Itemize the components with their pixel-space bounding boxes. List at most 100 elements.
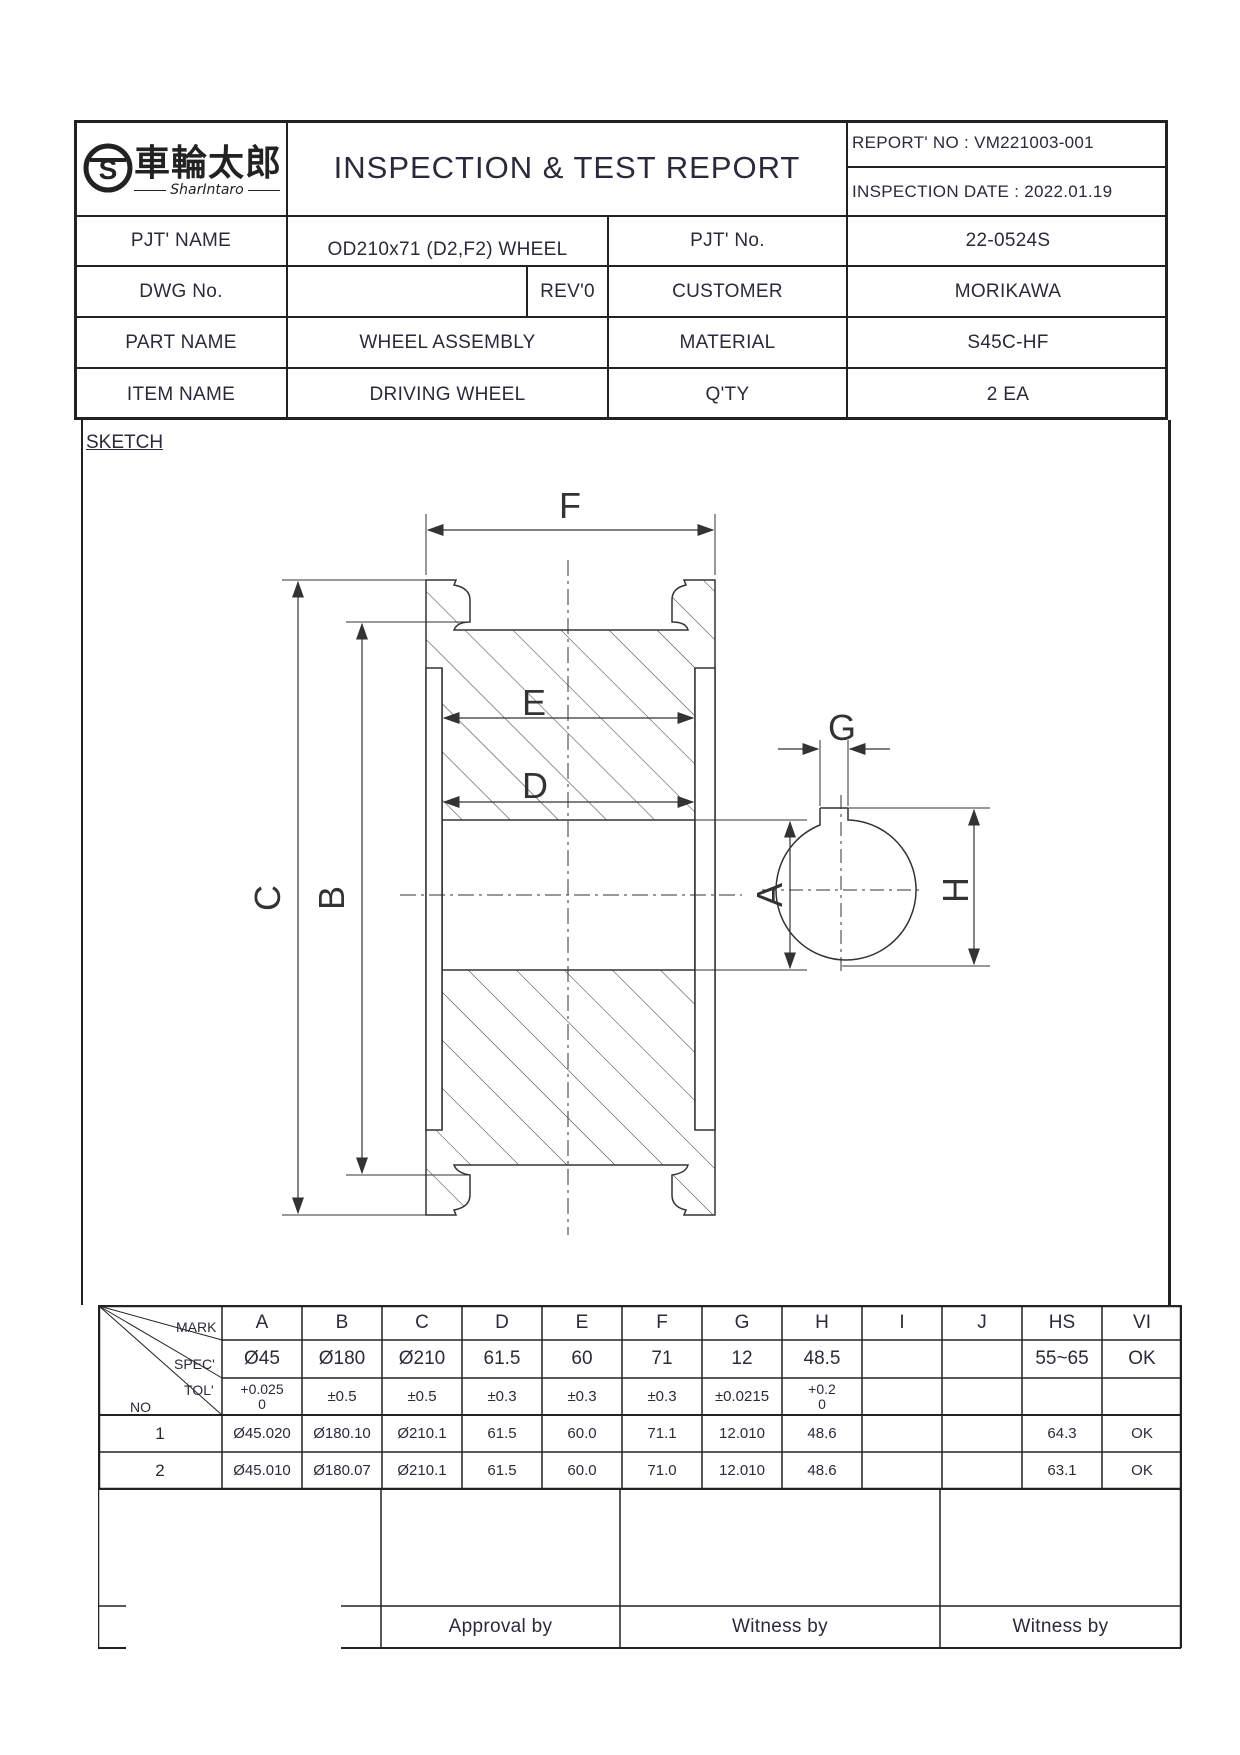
dim-b-label: B <box>311 886 352 910</box>
info-row-line-1 <box>74 265 1168 267</box>
flange-left <box>425 667 443 1131</box>
tol-cell: ±0.3 <box>567 1388 597 1405</box>
tol-upper: +0.025 <box>240 1380 284 1397</box>
tol-cell: ±0.3 <box>647 1388 677 1405</box>
row-value-cell: OK <box>1131 1462 1153 1479</box>
mark-cell: I <box>899 1312 905 1333</box>
witness-by-1: Witness by <box>732 1616 828 1637</box>
spec-cell: 61.5 <box>483 1348 521 1369</box>
sketch-label: SKETCH <box>86 432 164 453</box>
material-value: S45C-HF <box>967 331 1049 353</box>
logo-divider <box>286 120 288 215</box>
part-name-value: WHEEL ASSEMBLY <box>359 331 536 353</box>
spec-cell: 48.5 <box>803 1348 841 1369</box>
report-title: INSPECTION & TEST REPORT <box>333 149 801 185</box>
dim-d-label: D <box>522 765 548 806</box>
info-col-line-2 <box>607 215 609 420</box>
item-name-label: ITEM NAME <box>126 383 236 405</box>
witness-by-2: Witness by <box>1012 1616 1109 1637</box>
tol-cell <box>1102 1378 1182 1415</box>
spec-cell: OK <box>1128 1348 1156 1369</box>
corner-no: NO <box>130 1399 151 1415</box>
row-value-cell: Ø180.10 <box>313 1425 371 1442</box>
approval-by: Approval by <box>448 1616 553 1637</box>
spec-cell: 71 <box>651 1348 673 1369</box>
mark-cell: A <box>255 1312 269 1333</box>
mark-cell: F <box>656 1312 668 1333</box>
row-value-cell: Ø180.07 <box>313 1462 371 1479</box>
mark-cell: VI <box>1133 1312 1151 1333</box>
tol-upper: +0.2 <box>808 1380 836 1397</box>
dwg-no-value <box>288 267 526 316</box>
info-row-line-2 <box>74 316 1168 318</box>
info-col-line-1 <box>286 215 288 420</box>
mark-cell: J <box>977 1312 987 1333</box>
info-row-line-3 <box>74 367 1168 369</box>
pjt-name-label: PJT' NAME <box>130 230 232 251</box>
spec-cell: Ø180 <box>318 1348 366 1369</box>
row-no-cell: 1 <box>155 1423 165 1443</box>
row-value-cell: 61.5 <box>487 1425 517 1442</box>
mark-cell: C <box>415 1312 429 1333</box>
row-value-cell: 48.6 <box>807 1462 837 1479</box>
row-value-cell: 12.010 <box>719 1425 765 1442</box>
wheel-sketch: F E D C B A G H <box>247 485 990 1235</box>
tol-lower: 0 <box>818 1395 826 1412</box>
logo-sub: SharIntaro <box>134 182 280 198</box>
spec-cell <box>942 1340 1022 1378</box>
dim-h-label: H <box>935 877 976 903</box>
row-value-cell: 61.5 <box>487 1462 517 1479</box>
dwg-no-label: DWG No. <box>139 280 223 302</box>
qty-label: Q'TY <box>705 383 750 405</box>
corner-mark: MARK <box>176 1319 217 1335</box>
row-value-cell <box>942 1415 1022 1452</box>
customer-value: MORIKAWA <box>954 280 1062 302</box>
dim-g-label: G <box>828 707 856 748</box>
tol-cell <box>1022 1378 1102 1415</box>
tol-cell <box>942 1378 1022 1415</box>
row-value-cell: 71.0 <box>647 1462 677 1479</box>
report-no: REPORT' NO : VM221003-001 <box>852 133 1094 152</box>
flange-right <box>694 667 716 1131</box>
part-name-label: PART NAME <box>125 331 237 353</box>
dim-e-label: E <box>522 682 546 723</box>
corner-tol: TOL' <box>184 1382 214 1398</box>
material-label: MATERIAL <box>679 331 776 353</box>
row-value-cell: 12.010 <box>719 1462 765 1479</box>
signature-grid <box>98 1489 1182 1649</box>
mark-cell: D <box>495 1312 509 1333</box>
row-value-cell: OK <box>1131 1425 1153 1442</box>
spec-cell: Ø45 <box>244 1348 280 1369</box>
tol-cell <box>862 1378 942 1415</box>
dim-f-label: F <box>559 485 581 526</box>
logo-sub-text: SharIntaro <box>170 182 244 198</box>
tol-cell: ±0.3 <box>487 1388 517 1405</box>
spec-cell: 55~65 <box>1035 1348 1089 1369</box>
tol-lower: 0 <box>258 1395 266 1412</box>
tol-cell: ±0.0215 <box>714 1388 770 1405</box>
logo-line-left <box>134 189 167 191</box>
mark-cell: G <box>734 1312 750 1333</box>
row-value-cell: 71.1 <box>647 1425 677 1442</box>
row-value-cell: 60.0 <box>567 1425 597 1442</box>
logo-name: 車輪太郎 <box>134 143 283 184</box>
mark-cell: E <box>575 1312 589 1333</box>
info-col-line-3 <box>846 215 848 420</box>
sketch-frame-right <box>1168 420 1171 1305</box>
table-grid <box>98 1305 1182 1490</box>
customer-label: CUSTOMER <box>672 280 783 302</box>
pjt-no-value: 22-0524S <box>965 230 1051 251</box>
row-value-cell: 63.1 <box>1047 1462 1077 1479</box>
row-value-cell: 48.6 <box>807 1425 837 1442</box>
mark-cell: H <box>815 1312 829 1333</box>
row-value-cell: Ø210.1 <box>397 1462 447 1479</box>
header-frame <box>74 120 1168 420</box>
mark-cell: HS <box>1048 1312 1076 1333</box>
logo-mark-icon: S <box>83 143 133 193</box>
inspection-date: INSPECTION DATE : 2022.01.19 <box>852 181 1113 201</box>
spec-cell: Ø210 <box>398 1348 446 1369</box>
report-divider <box>846 166 1168 168</box>
